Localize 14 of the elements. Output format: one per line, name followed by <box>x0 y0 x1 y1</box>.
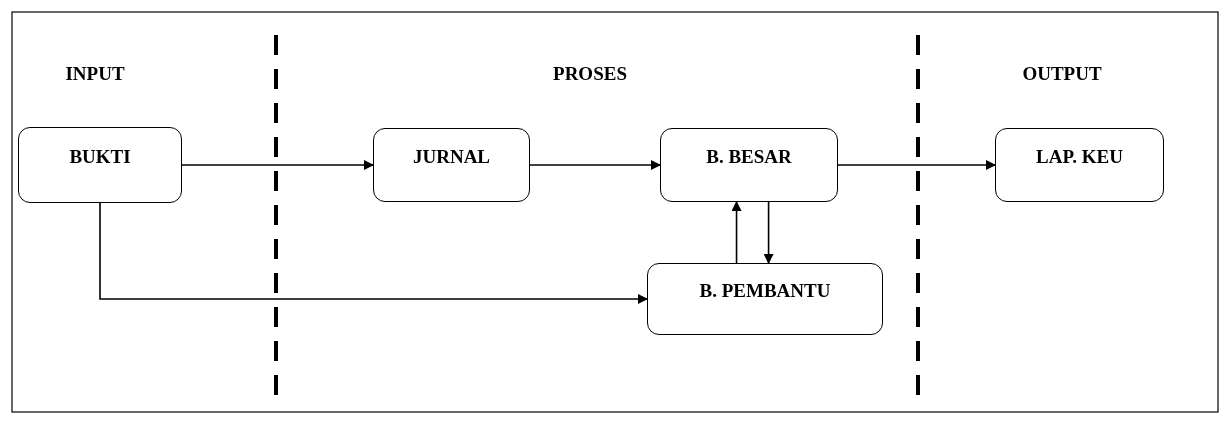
process-box: JURNAL <box>373 128 530 202</box>
process-box: B. BESAR <box>660 128 838 202</box>
process-box: LAP. KEU <box>995 128 1164 202</box>
process-box: B. PEMBANTU <box>647 263 883 335</box>
column-heading: OUTPUT <box>1022 63 1102 85</box>
arrow <box>181 160 374 170</box>
arrow <box>99 202 648 304</box>
process-box: BUKTI <box>18 127 182 203</box>
arrow <box>529 160 661 170</box>
arrow <box>837 160 996 170</box>
column-heading: INPUT <box>65 63 125 85</box>
arrow <box>763 201 774 264</box>
arrow <box>731 201 742 264</box>
column-heading: PROSES <box>553 63 627 85</box>
